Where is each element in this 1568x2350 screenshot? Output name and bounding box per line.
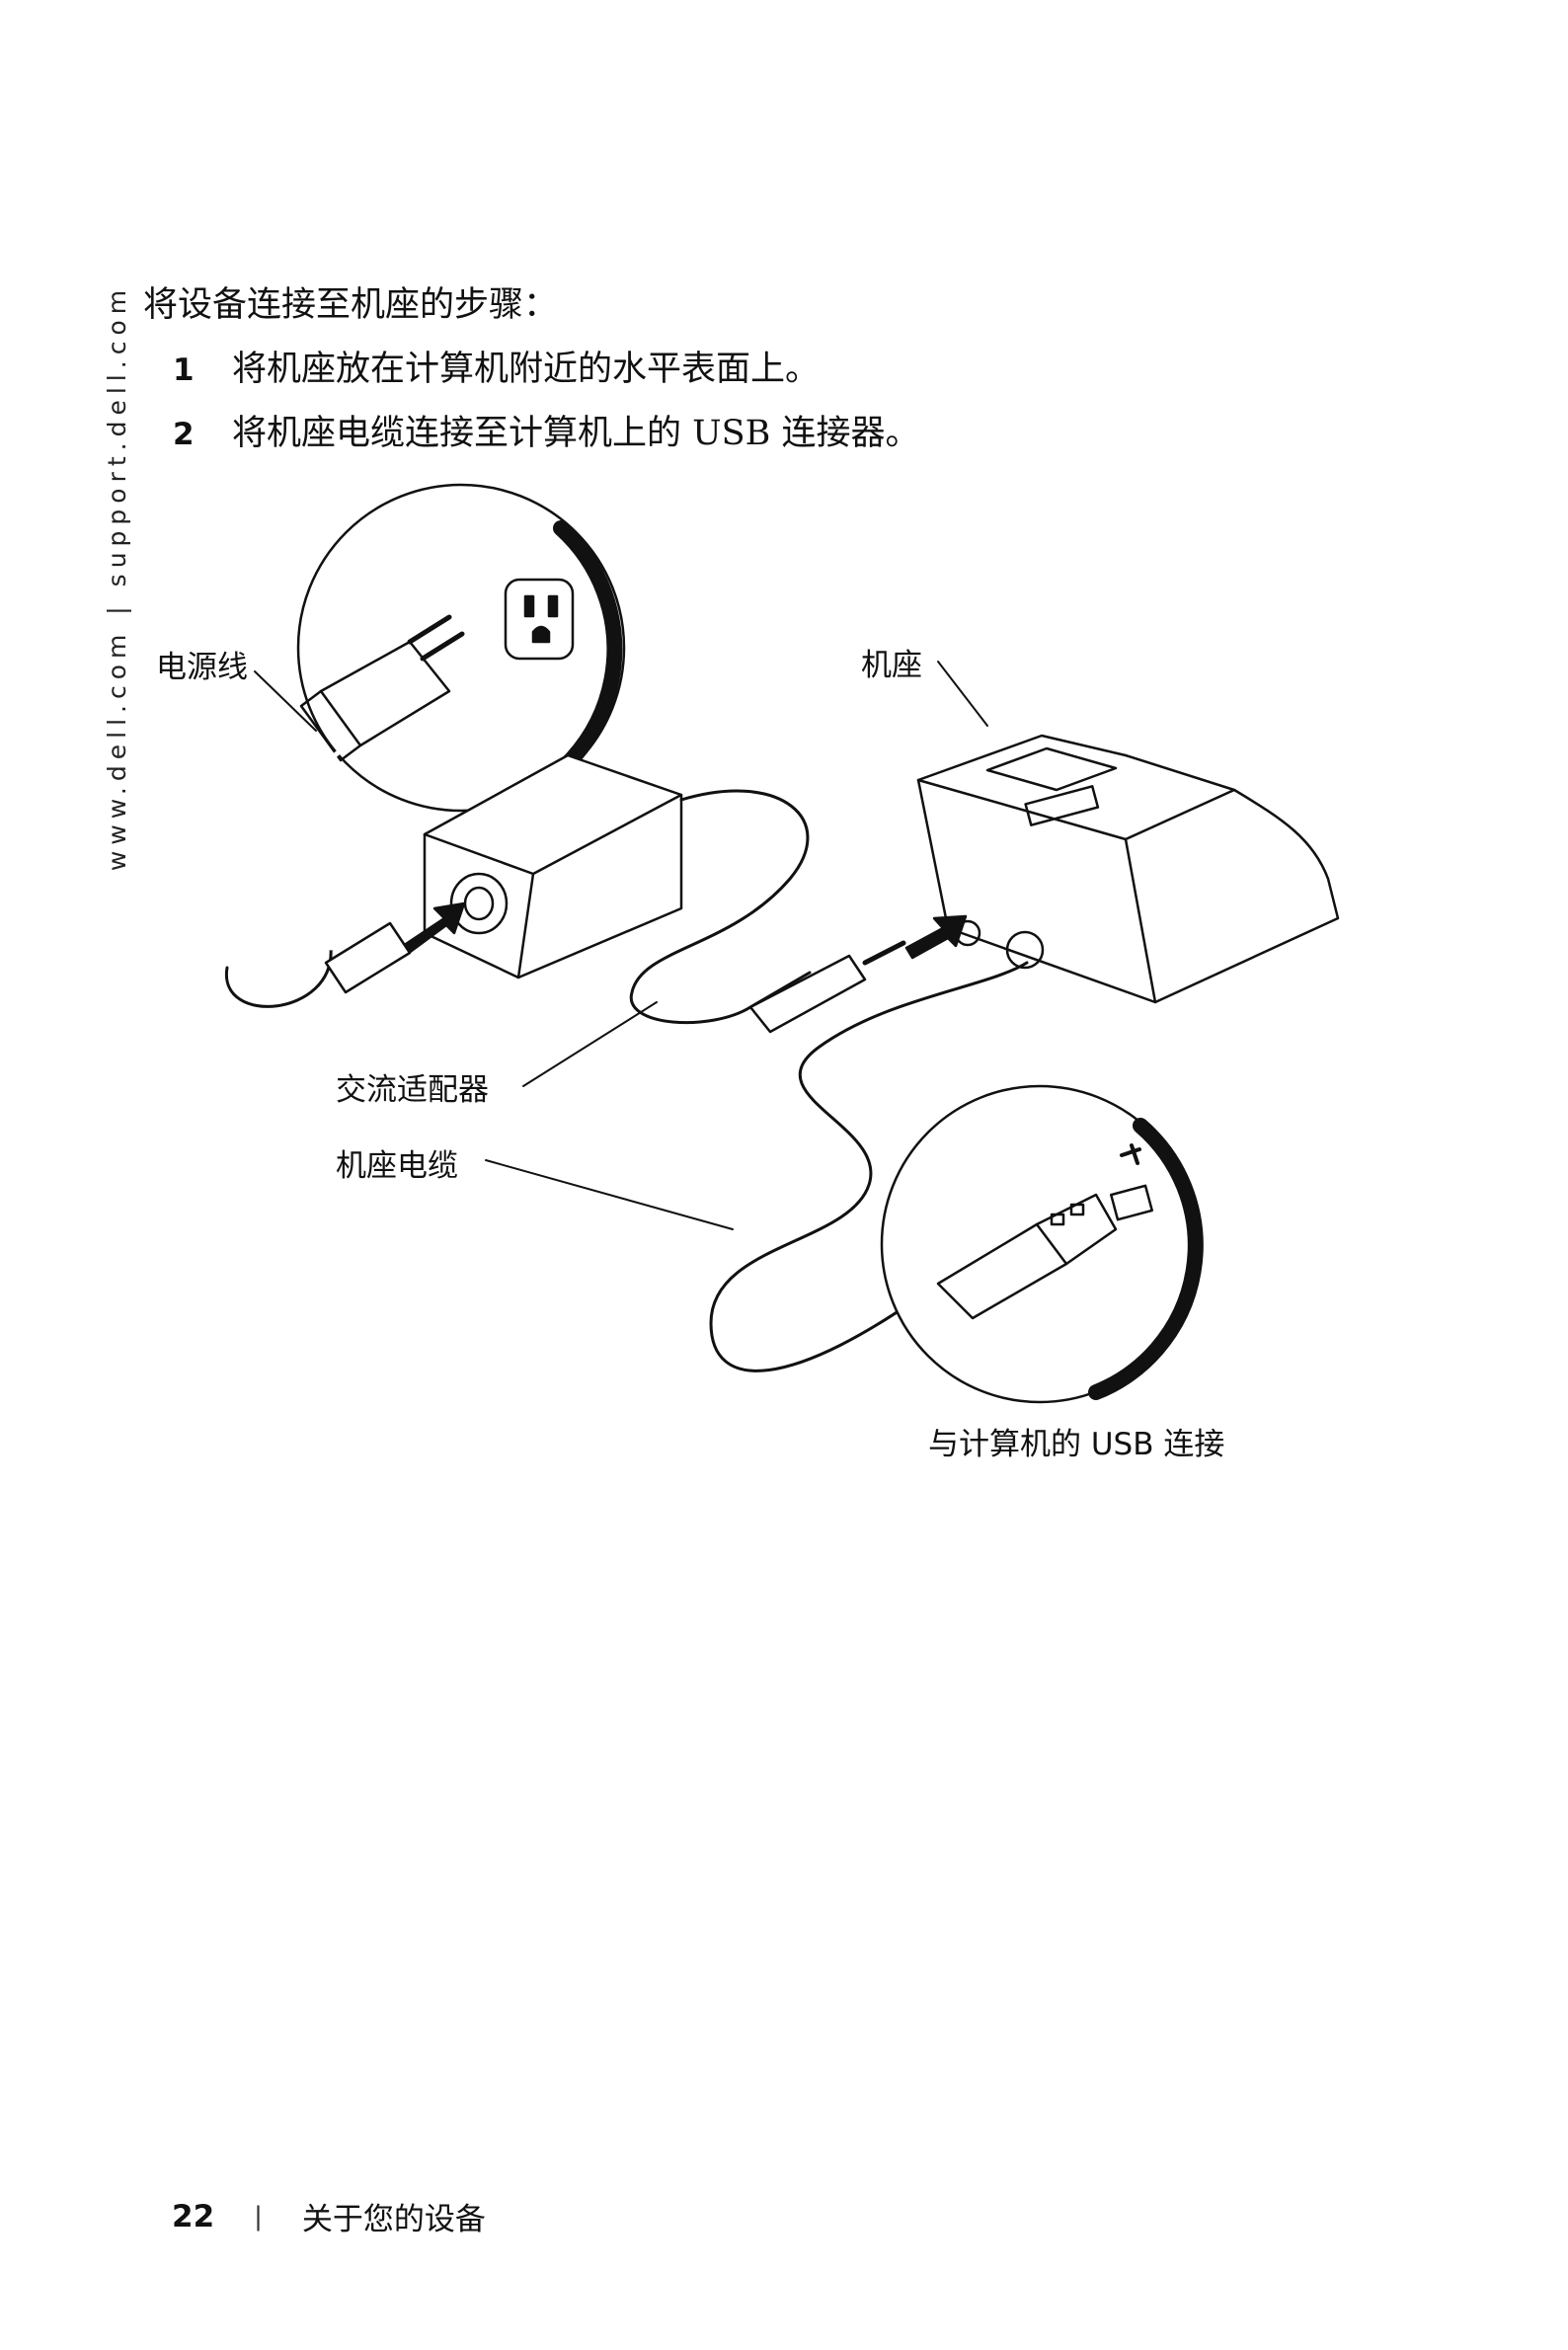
callout-dock-cable: 机座电缆: [336, 1148, 458, 1184]
step-2: 2 将机座电缆连接至计算机上的 USB 连接器。: [173, 405, 919, 455]
callout-usb-connection: 与计算机的 USB 连接: [928, 1427, 1225, 1462]
step-number: 2: [173, 417, 195, 452]
page-footer: 22 | 关于您的设备: [172, 2194, 486, 2238]
footer-separator: |: [254, 2201, 263, 2232]
step-1: 1 将机座放在计算机附近的水平表面上。: [173, 341, 820, 391]
ac-adapter: [324, 753, 683, 994]
adapter-cable: [629, 789, 812, 1025]
callout-dock: 机座: [861, 648, 922, 683]
page-number: 22: [172, 2198, 215, 2234]
intro-text: 将设备连接至机座的步骤：: [143, 285, 559, 325]
power-plug-inset: [296, 483, 626, 813]
callout-ac-adapter: 交流适配器: [336, 1072, 489, 1108]
dock-base: [904, 734, 1340, 1004]
dock-cable: [709, 961, 1029, 1372]
step-text: 将机座电缆连接至计算机上的 USB 连接器。: [232, 414, 920, 453]
section-title: 关于您的设备: [301, 2202, 486, 2237]
leader-dock: [937, 661, 988, 727]
usb-inset: [880, 1084, 1204, 1404]
step-number: 1: [173, 352, 195, 388]
callout-power-cord: 电源线: [156, 650, 248, 685]
leader-power: [254, 670, 317, 732]
step-text: 将机座放在计算机附近的水平表面上。: [232, 350, 821, 389]
leader-cable: [485, 1159, 734, 1230]
leader-adapter: [522, 1001, 658, 1087]
